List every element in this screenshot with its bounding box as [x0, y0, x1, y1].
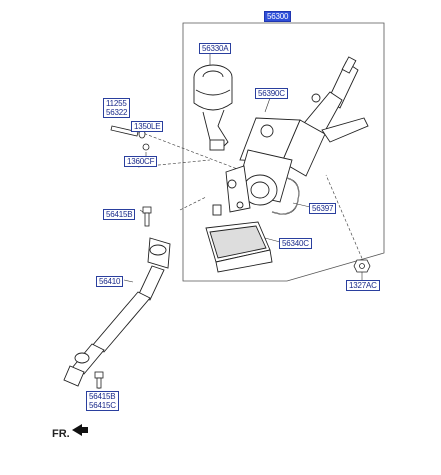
assembly-label-56300[interactable]: 56300 [264, 11, 292, 22]
part-label-1350le[interactable]: 1350LE [131, 121, 164, 132]
ecu-56340c-drawing [205, 221, 273, 273]
column-body-drawing [212, 56, 369, 216]
part-label-56340c[interactable]: 56340C [279, 238, 312, 249]
bolt-top-drawing [142, 206, 152, 227]
part-label-56415c: 56415C [89, 401, 116, 410]
part-label-56322: 56322 [106, 108, 128, 117]
part-label-56415b-56415c[interactable]: 56415B 56415C [86, 391, 119, 411]
nut-1327ac-drawing [353, 259, 371, 273]
part-label-1360cf[interactable]: 1360CF [124, 156, 158, 167]
part-label-56410[interactable]: 56410 [96, 276, 124, 287]
part-label-56415b-bottom: 56415B [89, 392, 116, 401]
motor-56330a-drawing [193, 64, 233, 151]
front-indicator-label: FR. [52, 428, 70, 440]
assembly-frame [182, 22, 385, 282]
part-label-56397[interactable]: 56397 [309, 203, 337, 214]
part-label-56415b-top[interactable]: 56415B [103, 209, 136, 220]
part-label-11255: 11255 [106, 99, 127, 108]
shaft-56410-drawing [63, 237, 171, 387]
bolt-bottom-drawing [94, 371, 104, 389]
front-arrow-icon [72, 424, 88, 436]
part-label-11255-56322[interactable]: 11255 56322 [103, 98, 131, 118]
bolt-11255-drawing [110, 125, 150, 151]
part-label-56330a[interactable]: 56330A [199, 43, 232, 54]
part-label-1327ac[interactable]: 1327AC [346, 280, 380, 291]
part-label-56390c[interactable]: 56390C [255, 88, 288, 99]
